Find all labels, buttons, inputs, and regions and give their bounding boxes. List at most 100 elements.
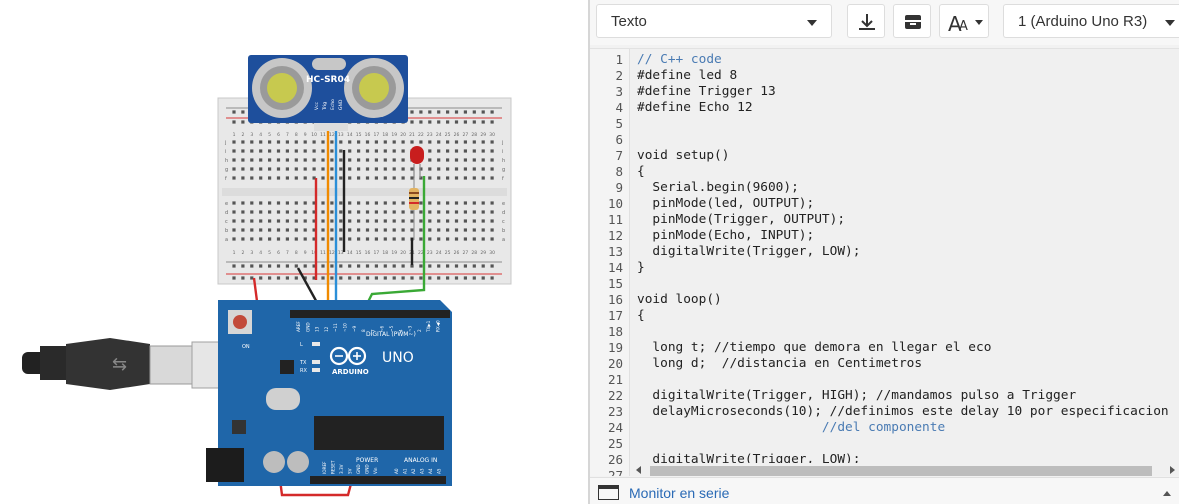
breadboard-hole[interactable] [365, 210, 370, 214]
breadboard-hole[interactable] [294, 219, 298, 223]
breadboard-hole[interactable] [454, 276, 459, 280]
breadboard-hole[interactable] [250, 276, 254, 280]
breadboard-hole[interactable] [321, 219, 325, 223]
serial-monitor-bar[interactable]: Monitor en serie [590, 477, 1179, 504]
breadboard-hole[interactable] [303, 228, 307, 232]
breadboard-hole[interactable] [241, 140, 245, 144]
breadboard-hole[interactable] [419, 110, 423, 114]
breadboard-hole[interactable] [232, 237, 236, 241]
breadboard-hole[interactable] [481, 210, 485, 214]
breadboard-hole[interactable] [481, 237, 485, 241]
breadboard-hole[interactable] [285, 176, 289, 180]
breadboard-hole[interactable] [490, 176, 494, 180]
breadboard-hole[interactable] [259, 237, 263, 241]
breadboard-hole[interactable] [241, 167, 245, 171]
breadboard-hole[interactable] [285, 228, 289, 232]
breadboard-hole[interactable] [437, 167, 441, 171]
code-line[interactable]: { [637, 308, 645, 323]
breadboard-hole[interactable] [401, 158, 405, 162]
breadboard-hole[interactable] [294, 149, 298, 153]
breadboard-hole[interactable] [437, 120, 441, 124]
breadboard-hole[interactable] [401, 228, 405, 232]
breadboard-hole[interactable] [383, 219, 387, 223]
breadboard-hole[interactable] [268, 167, 272, 171]
breadboard-hole[interactable] [250, 158, 254, 162]
breadboard-hole[interactable] [392, 167, 396, 171]
breadboard-hole[interactable] [285, 167, 289, 171]
breadboard-hole[interactable] [339, 201, 343, 205]
breadboard-hole[interactable] [454, 201, 459, 205]
breadboard-hole[interactable] [374, 237, 378, 241]
breadboard-hole[interactable] [481, 149, 485, 153]
breadboard-hole[interactable] [312, 201, 316, 205]
breadboard-hole[interactable] [276, 176, 281, 180]
breadboard-hole[interactable] [463, 228, 467, 232]
breadboard-hole[interactable] [374, 264, 378, 268]
breadboard-hole[interactable] [232, 210, 236, 214]
breadboard-hole[interactable] [339, 228, 343, 232]
breadboard-hole[interactable] [303, 140, 307, 144]
breadboard-hole[interactable] [365, 176, 370, 180]
breadboard-hole[interactable] [446, 158, 450, 162]
breadboard-hole[interactable] [454, 140, 459, 144]
breadboard-hole[interactable] [312, 140, 316, 144]
breadboard-hole[interactable] [276, 264, 281, 268]
breadboard-hole[interactable] [330, 228, 334, 232]
breadboard-hole[interactable] [276, 219, 281, 223]
breadboard-hole[interactable] [268, 158, 272, 162]
breadboard-hole[interactable] [437, 210, 441, 214]
breadboard-hole[interactable] [294, 158, 298, 162]
breadboard-hole[interactable] [454, 149, 459, 153]
breadboard-hole[interactable] [321, 264, 325, 268]
breadboard-hole[interactable] [285, 210, 289, 214]
breadboard-hole[interactable] [365, 237, 370, 241]
breadboard-hole[interactable] [259, 228, 263, 232]
code-line[interactable]: digitalWrite(Trigger, LOW); [637, 244, 861, 259]
breadboard-hole[interactable] [383, 149, 387, 153]
breadboard-hole[interactable] [294, 228, 298, 232]
breadboard-hole[interactable] [428, 264, 432, 268]
breadboard-hole[interactable] [472, 176, 476, 180]
breadboard-hole[interactable] [241, 210, 245, 214]
breadboard-hole[interactable] [419, 264, 423, 268]
breadboard-hole[interactable] [401, 201, 405, 205]
breadboard-hole[interactable] [241, 276, 245, 280]
breadboard-hole[interactable] [276, 237, 281, 241]
breadboard-hole[interactable] [419, 176, 423, 180]
code-line[interactable]: long t; //tiempo que demora en llegar el… [637, 340, 992, 355]
breadboard-hole[interactable] [463, 149, 467, 153]
code-line[interactable]: void loop() [637, 292, 722, 307]
breadboard-hole[interactable] [357, 201, 361, 205]
breadboard-hole[interactable] [410, 276, 414, 280]
breadboard-hole[interactable] [481, 158, 485, 162]
expand-up-icon[interactable] [1163, 491, 1171, 496]
breadboard-hole[interactable] [481, 228, 485, 232]
breadboard-hole[interactable] [374, 201, 378, 205]
breadboard-hole[interactable] [428, 110, 432, 114]
breadboard-hole[interactable] [446, 110, 450, 114]
code-line[interactable]: long d; //distancia en Centimetros [637, 356, 923, 371]
breadboard-hole[interactable] [419, 228, 423, 232]
breadboard-hole[interactable] [339, 176, 343, 180]
breadboard-hole[interactable] [339, 219, 343, 223]
breadboard-hole[interactable] [383, 158, 387, 162]
breadboard-hole[interactable] [392, 140, 396, 144]
breadboard-hole[interactable] [401, 276, 405, 280]
breadboard-hole[interactable] [374, 210, 378, 214]
breadboard-hole[interactable] [410, 110, 414, 114]
breadboard-hole[interactable] [463, 219, 467, 223]
breadboard-hole[interactable] [232, 140, 236, 144]
breadboard-hole[interactable] [472, 228, 476, 232]
code-line[interactable]: pinMode(Trigger, OUTPUT); [637, 212, 846, 227]
breadboard-hole[interactable] [232, 228, 236, 232]
breadboard-hole[interactable] [490, 167, 494, 171]
breadboard-hole[interactable] [383, 237, 387, 241]
breadboard-hole[interactable] [330, 167, 334, 171]
breadboard-hole[interactable] [374, 219, 378, 223]
breadboard-hole[interactable] [268, 201, 272, 205]
breadboard-hole[interactable] [383, 140, 387, 144]
breadboard-hole[interactable] [454, 228, 459, 232]
breadboard-hole[interactable] [392, 276, 396, 280]
breadboard-hole[interactable] [250, 176, 254, 180]
code-line[interactable]: Serial.begin(9600); [637, 180, 799, 195]
